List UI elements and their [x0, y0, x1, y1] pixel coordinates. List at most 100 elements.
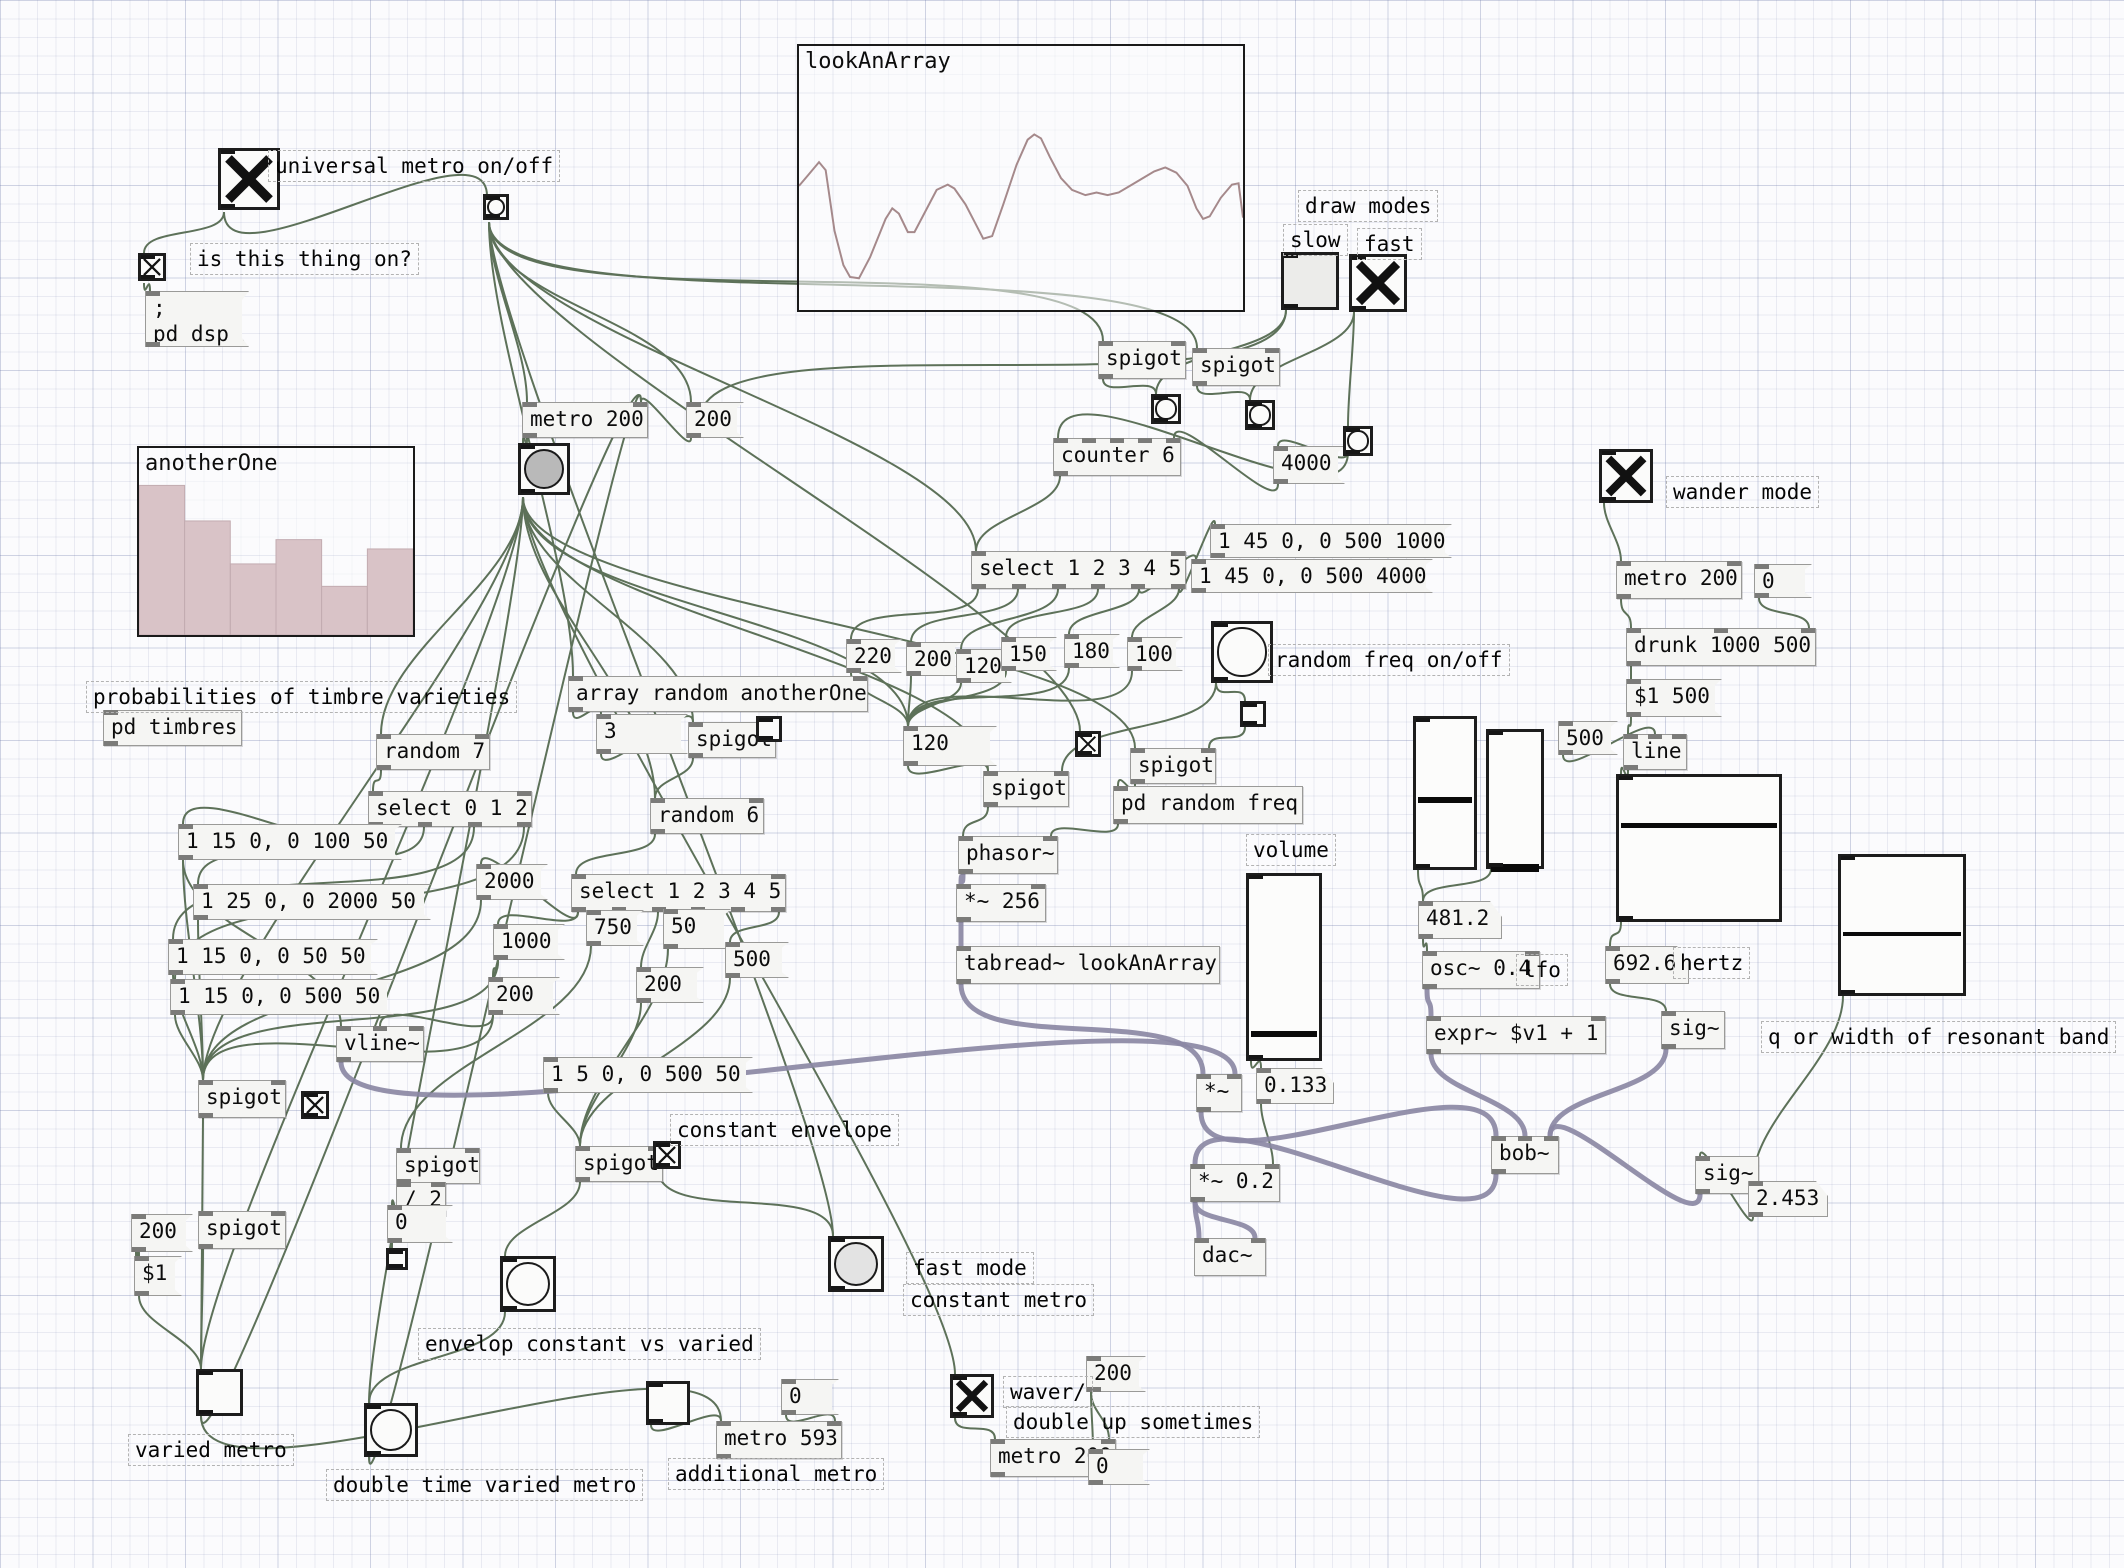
msg-dollar1-500[interactable]: $1 500: [1626, 679, 1722, 717]
outlet[interactable]: [651, 829, 665, 834]
osc-0-4[interactable]: osc~ 0.4: [1422, 951, 1540, 989]
inlet[interactable]: [749, 798, 763, 803]
inlet[interactable]: [689, 722, 703, 727]
inlet[interactable]: [1559, 721, 1573, 726]
inlet[interactable]: [271, 1211, 285, 1216]
outlet[interactable]: [1602, 497, 1616, 501]
outlet[interactable]: [523, 433, 537, 438]
num-2-453[interactable]: 2.453: [1748, 1181, 1828, 1217]
inlet[interactable]: [337, 1026, 351, 1031]
outlet[interactable]: [957, 678, 971, 683]
inlet[interactable]: [1251, 1238, 1265, 1243]
outlet[interactable]: [1191, 1197, 1205, 1202]
inlet[interactable]: [1128, 637, 1142, 642]
outlet[interactable]: [1257, 1099, 1271, 1104]
inlet[interactable]: [771, 874, 785, 879]
outlet[interactable]: [132, 1247, 146, 1252]
msg-500-w[interactable]: 500: [1558, 721, 1618, 755]
outlet[interactable]: [467, 822, 482, 827]
inlet[interactable]: [1606, 946, 1620, 951]
outlet[interactable]: [687, 433, 701, 438]
outlet[interactable]: [1051, 584, 1066, 589]
outlet[interactable]: [477, 895, 491, 900]
msg-dollar1[interactable]: $1: [134, 1256, 182, 1296]
outlet[interactable]: [1091, 584, 1106, 589]
inlet[interactable]: [1662, 1011, 1676, 1016]
inlet[interactable]: [576, 1146, 590, 1151]
outlet[interactable]: [389, 1264, 403, 1268]
inlet[interactable]: [1627, 679, 1641, 684]
inlet[interactable]: [1525, 951, 1539, 956]
inlet[interactable]: [1284, 254, 1298, 258]
outlet[interactable]: [1197, 1107, 1211, 1112]
pd-timbres[interactable]: pd timbres: [103, 710, 242, 746]
outlet[interactable]: [572, 907, 586, 912]
outlet[interactable]: [1211, 553, 1225, 558]
inlet[interactable]: [1211, 524, 1225, 529]
inlet[interactable]: [687, 402, 701, 407]
inlet[interactable]: [397, 1148, 411, 1153]
inlet[interactable]: [221, 150, 235, 154]
inlet[interactable]: [1489, 731, 1503, 735]
toggle-120[interactable]: [1075, 731, 1101, 757]
outlet[interactable]: [337, 1057, 351, 1062]
outlet[interactable]: [1089, 1480, 1103, 1485]
outlet[interactable]: [759, 736, 773, 740]
outlet[interactable]: [397, 1179, 411, 1184]
inlet[interactable]: [477, 864, 491, 869]
inlet[interactable]: [132, 1214, 146, 1219]
inlet[interactable]: [1227, 1074, 1241, 1079]
sig-1[interactable]: sig~: [1661, 1011, 1725, 1049]
outlet[interactable]: [171, 1010, 185, 1015]
toggle-slow-draw[interactable]: [1281, 252, 1339, 310]
inlet[interactable]: [1696, 1156, 1710, 1161]
outlet[interactable]: [1346, 450, 1360, 454]
select-0-1-2[interactable]: select 0 1 2: [368, 791, 532, 827]
outlet[interactable]: [544, 1088, 558, 1093]
inlet[interactable]: [569, 676, 583, 681]
inlet[interactable]: [1110, 438, 1124, 443]
outlet[interactable]: [1154, 418, 1168, 422]
metro-200-main[interactable]: metro 200: [522, 402, 648, 438]
inlet[interactable]: [1265, 348, 1279, 353]
mul-256[interactable]: *~ 256: [956, 884, 1046, 922]
inlet[interactable]: [1672, 734, 1686, 739]
outlet[interactable]: [1627, 712, 1641, 717]
msg-220[interactable]: 220: [846, 639, 902, 673]
outlet[interactable]: [141, 275, 155, 279]
outlet[interactable]: [1193, 381, 1207, 386]
msg-180[interactable]: 180: [1064, 634, 1120, 668]
outlet[interactable]: [503, 1306, 517, 1310]
inlet[interactable]: [1243, 703, 1257, 707]
inlet[interactable]: [369, 791, 383, 796]
inlet[interactable]: [1099, 341, 1113, 346]
msg-0-w[interactable]: 0: [1754, 564, 1812, 598]
msg-150[interactable]: 150: [1001, 637, 1057, 671]
slider-handle[interactable]: [1843, 932, 1961, 936]
msg-env-5[interactable]: 1 5 0, 0 500 50: [543, 1057, 753, 1093]
inlet[interactable]: [972, 551, 986, 556]
msg-200-a[interactable]: 200: [906, 642, 962, 676]
msg-1-45-500-4000[interactable]: 1 45 0, 0 500 4000: [1191, 559, 1433, 593]
inlet[interactable]: [517, 791, 531, 796]
inlet[interactable]: [199, 1080, 213, 1085]
outlet[interactable]: [1087, 1387, 1101, 1392]
outlet[interactable]: [907, 671, 921, 676]
inlet[interactable]: [1078, 733, 1092, 737]
inlet[interactable]: [907, 642, 921, 647]
outlet[interactable]: [1002, 666, 1016, 671]
msg-500-mid[interactable]: 500: [725, 942, 789, 978]
inlet[interactable]: [651, 798, 665, 803]
outlet[interactable]: [1492, 1169, 1506, 1174]
inlet[interactable]: [1248, 402, 1262, 406]
mul-0-2[interactable]: *~ 0.2: [1190, 1164, 1280, 1202]
inlet[interactable]: [953, 1376, 967, 1380]
inlet[interactable]: [135, 1256, 149, 1261]
outlet[interactable]: [104, 741, 118, 746]
outlet[interactable]: [388, 1238, 402, 1243]
toggle-array-random[interactable]: [756, 716, 782, 742]
inlet[interactable]: [1065, 634, 1079, 639]
inlet[interactable]: [397, 1182, 411, 1187]
inlet[interactable]: [1591, 1016, 1605, 1021]
inlet[interactable]: [957, 946, 971, 951]
